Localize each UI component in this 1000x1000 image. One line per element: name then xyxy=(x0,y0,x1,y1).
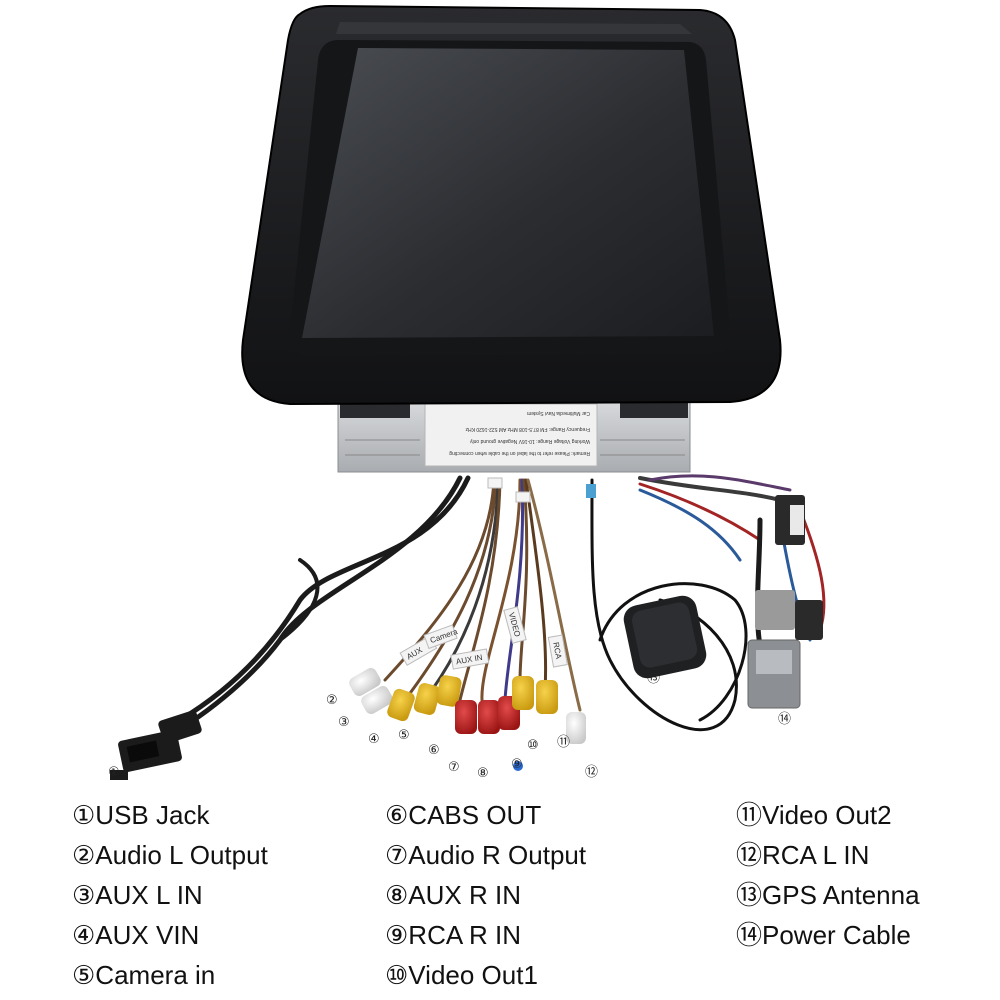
rca-plug-red-1 xyxy=(455,700,477,734)
spec-label-line3: Frequency Range: FM 87.5-108 MHz AM 522-… xyxy=(465,426,590,432)
screen xyxy=(302,48,714,338)
callout-2: ② xyxy=(326,693,338,708)
legend-item-rca-r-in: ⑨RCA R IN xyxy=(385,920,521,950)
callout-3: ③ xyxy=(338,715,350,730)
spec-label-line2: Working Voltage Range: 10-16V Negative g… xyxy=(470,438,590,444)
callout-1: ① xyxy=(108,765,120,780)
callout-4: ④ xyxy=(368,732,380,747)
callout-7: ⑦ xyxy=(448,760,460,775)
legend-item-video-out1: ⑩Video Out1 xyxy=(385,960,538,990)
power-connectors xyxy=(747,495,823,709)
legend-item-cabs-out: ⑥CABS OUT xyxy=(385,800,542,830)
legend-item-aux-vin: ④AUX VIN xyxy=(72,920,200,950)
legend-column-2: ⑥CABS OUT ⑦Audio R Output ⑧AUX R IN ⑨RCA… xyxy=(385,795,586,995)
spec-label-line1: Remark: Please refer to the label on the… xyxy=(449,450,590,456)
rca-plug-white-1 xyxy=(349,668,381,696)
callout-14: ⑭ xyxy=(778,712,792,727)
callout-9: ⑨ xyxy=(511,757,523,772)
display-unit xyxy=(241,4,782,406)
rca-plug-yellow-5 xyxy=(536,680,558,714)
product-photo: Remark: Please refer to the label on the… xyxy=(108,4,826,781)
legend-item-audio-l-output: ②Audio L Output xyxy=(72,840,268,870)
spec-label: Remark: Please refer to the label on the… xyxy=(424,403,598,467)
legend-item-camera-in: ⑤Camera in xyxy=(72,960,216,990)
legend-item-gps-antenna: ⑬GPS Antenna xyxy=(736,880,920,910)
callout-11: ⑪ xyxy=(557,735,571,750)
connector-legend: ①USB Jack ②Audio L Output ③AUX L IN ④AUX… xyxy=(0,795,1000,995)
gps-antenna xyxy=(623,595,707,679)
rca-plug-white-3 xyxy=(566,712,586,744)
head-unit-illustration: Remark: Please refer to the label on the… xyxy=(110,4,826,780)
tag-rca: RCA xyxy=(551,641,563,660)
cable-tags: AUX Camera AUX IN RCA VIDEO xyxy=(399,477,596,670)
blue-wire-end xyxy=(513,761,523,771)
rca-plug-white-2 xyxy=(361,686,393,714)
spec-label-line4: Car Multimedia Navi System xyxy=(527,410,590,416)
legend-item-usb-jack: ①USB Jack xyxy=(72,800,210,830)
rca-plug-yellow-4 xyxy=(512,676,534,710)
callout-6: ⑥ xyxy=(428,743,440,758)
rca-plug-yellow-1 xyxy=(387,688,415,722)
usb-connectors xyxy=(110,710,202,780)
rca-plugs xyxy=(349,668,586,771)
legend-item-aux-r-in: ⑧AUX R IN xyxy=(385,880,521,910)
rca-plug-yellow-3 xyxy=(436,675,462,707)
rca-plug-yellow-2 xyxy=(413,683,441,715)
legend-item-video-out2: ⑪Video Out2 xyxy=(736,800,892,830)
callout-12: ⑫ xyxy=(585,765,599,780)
legend-item-aux-l-in: ③AUX L IN xyxy=(72,880,203,910)
callout-13: ⑬ xyxy=(647,671,661,686)
callout-8: ⑧ xyxy=(477,766,489,781)
callout-5: ⑤ xyxy=(398,728,410,743)
callout-10: ⑩ xyxy=(527,738,539,753)
legend-item-audio-r-output: ⑦Audio R Output xyxy=(385,840,587,870)
legend-column-3: ⑪Video Out2 ⑫RCA L IN ⑬GPS Antenna ⑭Powe… xyxy=(736,795,920,955)
rca-plug-red-2 xyxy=(478,700,500,734)
legend-item-power-cable: ⑭Power Cable xyxy=(736,920,911,950)
legend-item-rca-l-in: ⑫RCA L IN xyxy=(736,840,870,870)
legend-column-1: ①USB Jack ②Audio L Output ③AUX L IN ④AUX… xyxy=(72,795,268,995)
